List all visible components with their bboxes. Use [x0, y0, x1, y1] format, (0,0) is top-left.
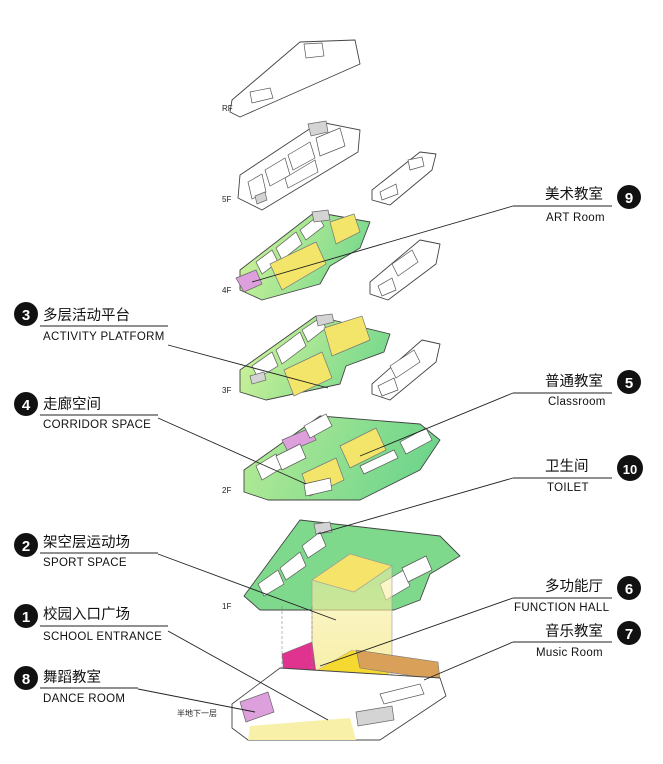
- badge: [617, 621, 641, 645]
- floor-rf: RF: [222, 39, 361, 118]
- floor-3f: 3F: [222, 313, 441, 401]
- floor-basement: 半地下一层: [177, 667, 447, 741]
- label-en: ACTIVITY PLATFORM: [43, 331, 165, 343]
- label-cn: 舞蹈教室: [43, 669, 101, 686]
- floor-label-2f: 2F: [222, 486, 231, 495]
- badge: [14, 533, 38, 557]
- floor-5f: 5F: [222, 120, 437, 211]
- callout-7: 音乐教室 Music Room 7: [513, 621, 641, 659]
- floor-label-basement: 半地下一层: [177, 708, 217, 718]
- floor-4f: 4F: [222, 209, 441, 301]
- badge: [617, 455, 643, 481]
- badge-number: 7: [625, 626, 633, 643]
- callout-3: 3 多层活动平台 ACTIVITY PLATFORM: [14, 302, 168, 343]
- label-cn: 走廊空间: [43, 396, 101, 413]
- leader-lines: [137, 205, 514, 721]
- badge: [617, 370, 641, 394]
- callout-8: 8 舞蹈教室 DANCE ROOM: [14, 666, 138, 705]
- label-en: CORRIDOR SPACE: [43, 419, 151, 431]
- badge: [14, 666, 38, 690]
- callout-10: 卫生间 TOILET 10: [513, 455, 643, 494]
- badge: [617, 576, 641, 600]
- floor-label-4f: 4F: [222, 286, 231, 295]
- floor-2f: 2F: [222, 413, 441, 501]
- callout-2: 2 架空层运动场 SPORT SPACE: [14, 533, 158, 569]
- label-cn: 架空层运动场: [43, 534, 130, 551]
- badge-number: 2: [22, 538, 30, 555]
- label-en: DANCE ROOM: [43, 693, 125, 705]
- floor-label-1f: 1F: [222, 602, 231, 611]
- badge: [14, 604, 38, 628]
- badge: [14, 392, 38, 416]
- label-cn: 多层活动平台: [43, 307, 130, 324]
- label-cn: 多功能厅: [545, 578, 603, 595]
- floor-label-3f: 3F: [222, 386, 231, 395]
- callout-9: 美术教室 ART Room 9: [513, 185, 641, 224]
- callout-5: 普通教室 Classroom 5: [513, 370, 641, 408]
- label-en: FUNCTION HALL: [514, 602, 610, 614]
- label-en: ART Room: [546, 212, 605, 224]
- label-en: SPORT SPACE: [43, 557, 127, 569]
- callout-6: 多功能厅 FUNCTION HALL 6: [513, 576, 641, 614]
- floor-label-5f: 5F: [222, 195, 231, 204]
- badge-number: 1: [22, 609, 30, 626]
- badge: [617, 185, 641, 209]
- callout-1: 1 校园入口广场 SCHOOL ENTRANCE: [14, 604, 168, 643]
- badge-number: 4: [22, 397, 31, 414]
- badge-number: 9: [625, 190, 633, 207]
- label-cn: 音乐教室: [545, 623, 603, 640]
- badge-number: 8: [22, 671, 30, 688]
- label-cn: 卫生间: [545, 458, 589, 475]
- label-en: TOILET: [547, 482, 589, 494]
- badge: [14, 302, 38, 326]
- label-en: SCHOOL ENTRANCE: [43, 631, 162, 643]
- label-en: Music Room: [536, 647, 603, 659]
- floor-label-rf: RF: [222, 104, 233, 113]
- label-cn: 美术教室: [545, 186, 603, 203]
- badge-number: 3: [22, 307, 30, 324]
- label-cn: 普通教室: [545, 373, 603, 390]
- label-en: Classroom: [548, 396, 606, 408]
- badge-number: 10: [623, 462, 637, 477]
- callout-4: 4 走廊空间 CORRIDOR SPACE: [14, 392, 158, 431]
- badge-number: 5: [625, 375, 633, 392]
- label-cn: 校园入口广场: [43, 606, 130, 623]
- badge-number: 6: [625, 581, 633, 598]
